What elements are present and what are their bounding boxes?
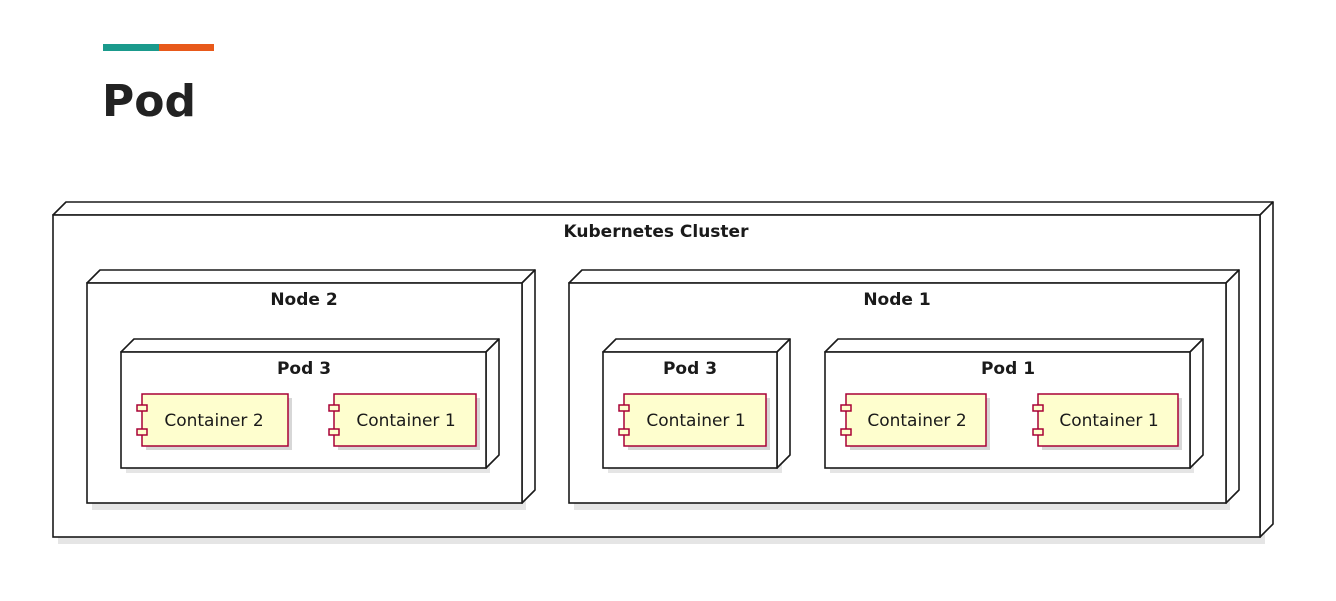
page-title: Pod <box>102 76 196 127</box>
title-accent-bar <box>103 44 214 51</box>
accent-segment-teal <box>103 44 159 51</box>
component-node1-pod3-container-1: Container 1 <box>618 393 770 450</box>
node-label: Node 1 <box>863 290 930 310</box>
component-node2-pod3-container-2: Container 2 <box>136 393 292 450</box>
component-node1-pod1-container-1: Container 1 <box>1032 393 1182 450</box>
component-label: Container 1 <box>646 411 745 431</box>
accent-segment-orange <box>159 44 214 51</box>
cluster-label: Kubernetes Cluster <box>564 222 750 242</box>
component-label: Container 1 <box>1059 411 1158 431</box>
pod-label: Pod 1 <box>981 359 1035 379</box>
component-node2-pod3-container-1: Container 1 <box>328 393 480 450</box>
component-label: Container 2 <box>867 411 966 431</box>
component-node1-pod1-container-2: Container 2 <box>840 393 990 450</box>
pod-label: Pod 3 <box>277 359 331 379</box>
component-label: Container 2 <box>164 411 263 431</box>
node-label: Node 2 <box>270 290 337 310</box>
pod-label: Pod 3 <box>663 359 717 379</box>
component-label: Container 1 <box>356 411 455 431</box>
